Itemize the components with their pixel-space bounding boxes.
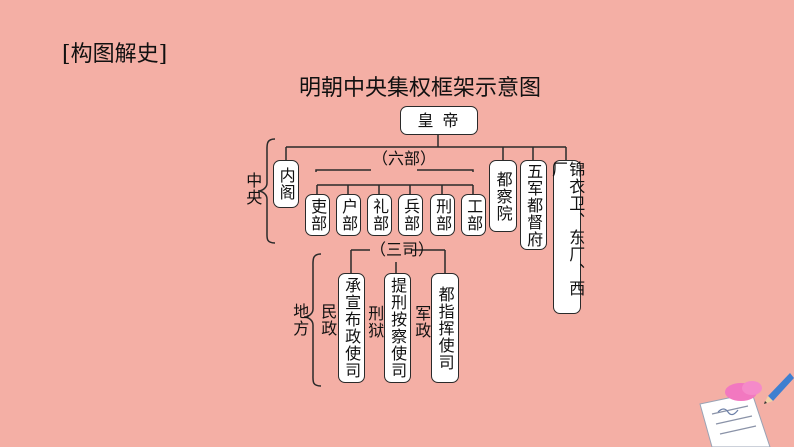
diagram-title: 明朝中央集权框架示意图 [298, 76, 541, 101]
si-drops [350, 250, 446, 273]
jinyiwei-dongchang-xichang-node: 锦衣卫、东厂、西厂 [549, 160, 585, 314]
ministry-drops [316, 185, 474, 194]
category-military-label: 军政 [412, 305, 432, 339]
pencil-icon [764, 373, 794, 404]
central-brace [257, 138, 276, 244]
chengxuan-buzhengshisi-node: 承宣布政使司 [338, 273, 365, 383]
ministry-bracket [315, 169, 474, 172]
duchayuan-node: 都察院 [489, 160, 517, 232]
duzhihuishisi-node: 都指挥使司 [431, 273, 459, 383]
local-brace [303, 253, 322, 387]
section-tag: [构图解史] [62, 42, 168, 67]
pink-cloud-icon [725, 381, 762, 401]
ministry-war-node: 兵部 [398, 194, 423, 236]
neige-node: 内阁 [273, 160, 299, 208]
three-si-label: （三司） [370, 240, 435, 259]
category-justice-label: 刑狱 [365, 305, 385, 339]
emperor-node: 皇 帝 [400, 106, 478, 135]
paper-sheet-icon [699, 392, 771, 447]
ministry-works-node: 工部 [461, 194, 486, 236]
ministry-revenue-node: 户部 [336, 194, 361, 236]
ministry-rites-node: 礼部 [367, 194, 392, 236]
category-civil-label: 民政 [318, 303, 338, 337]
tixing-anchashisi-node: 提刑按察使司 [384, 273, 411, 383]
wujun-dudufu-node: 五军都督府 [520, 160, 547, 250]
central-label: 中央 [243, 172, 263, 206]
ministry-personnel-node: 吏部 [305, 194, 330, 236]
six-ministries-label: （六部） [372, 149, 437, 168]
ministry-justice-node: 刑部 [430, 194, 455, 236]
local-label: 地方 [290, 303, 310, 337]
